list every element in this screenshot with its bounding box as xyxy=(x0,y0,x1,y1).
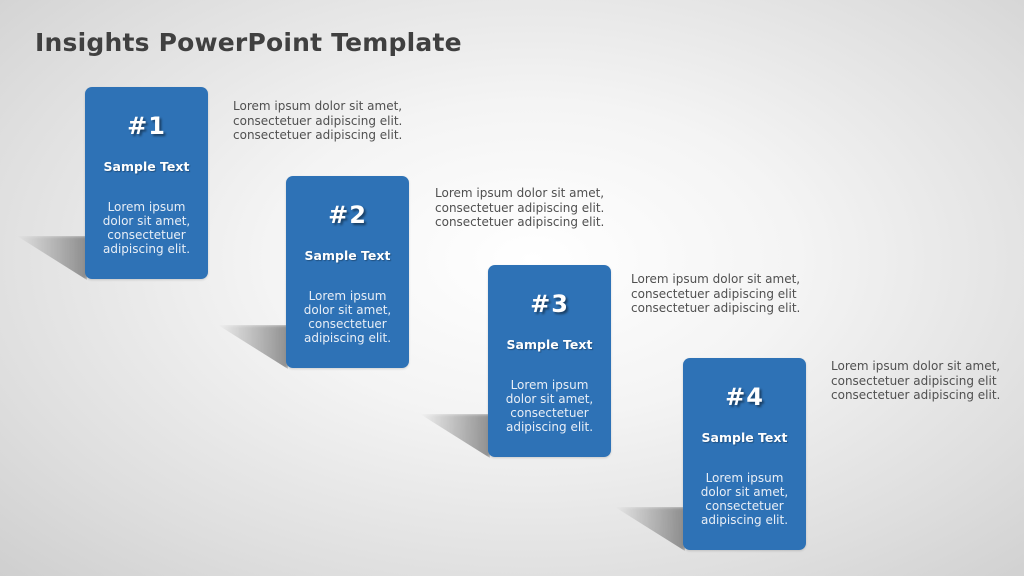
slide-title: Insights PowerPoint Template xyxy=(35,28,462,57)
step-body-line: Lorem ipsum xyxy=(107,200,186,214)
step-number: #4 xyxy=(725,383,764,411)
step-description-1: Lorem ipsum dolor sit amet, consectetuer… xyxy=(233,99,433,143)
card-shadow xyxy=(420,414,490,458)
step-body: Lorem ipsum dolor sit amet, consectetuer… xyxy=(691,471,798,527)
step-heading: Sample Text xyxy=(506,337,593,352)
step-body-line: consectetuer xyxy=(705,499,784,513)
step-body-line: dolor sit amet, xyxy=(102,214,191,228)
step-heading: Sample Text xyxy=(304,248,391,263)
description-line: Lorem ipsum dolor sit amet, xyxy=(435,186,605,200)
description-line: consectetuer adipiscing elit. xyxy=(631,301,801,315)
step-body-line: dolor sit amet, xyxy=(700,485,789,499)
description-line: Lorem ipsum dolor sit amet, xyxy=(233,99,403,113)
step-body-line: consectetuer xyxy=(308,317,387,331)
step-body: Lorem ipsum dolor sit amet, consectetuer… xyxy=(93,200,200,256)
description-line: consectetuer adipiscing elit xyxy=(631,286,797,301)
description-line: consectetuer adipiscing elit. xyxy=(435,200,605,215)
step-body-line: Lorem ipsum xyxy=(308,289,387,303)
card-shadow xyxy=(615,507,685,551)
description-line: consectetuer adipiscing elit. xyxy=(435,215,605,229)
description-line: consectetuer adipiscing elit. xyxy=(233,113,403,128)
step-body-line: adipiscing elit. xyxy=(700,513,789,527)
step-number: #2 xyxy=(328,201,367,229)
step-number: #3 xyxy=(530,290,569,318)
card-shadow xyxy=(17,236,87,280)
step-heading: Sample Text xyxy=(701,430,788,445)
step-card-4: #4 Sample Text Lorem ipsum dolor sit ame… xyxy=(683,358,806,550)
description-line: Lorem ipsum dolor sit amet, xyxy=(631,272,801,286)
step-description-4: Lorem ipsum dolor sit amet, consectetuer… xyxy=(831,359,1024,403)
step-body: Lorem ipsum dolor sit amet, consectetuer… xyxy=(294,289,401,345)
step-body: Lorem ipsum dolor sit amet, consectetuer… xyxy=(496,378,603,434)
step-body-line: consectetuer xyxy=(107,228,186,242)
description-line: consectetuer adipiscing elit xyxy=(831,373,997,388)
step-body-line: adipiscing elit. xyxy=(505,420,594,434)
step-number: #1 xyxy=(127,112,166,140)
step-body-line: dolor sit amet, xyxy=(505,392,594,406)
step-body-line: Lorem ipsum xyxy=(510,378,589,392)
description-line: consectetuer adipiscing elit. xyxy=(233,128,403,142)
step-card-2: #2 Sample Text Lorem ipsum dolor sit ame… xyxy=(286,176,409,368)
card-shadow xyxy=(218,325,288,369)
description-line: consectetuer adipiscing elit. xyxy=(831,388,1001,402)
step-body-line: adipiscing elit. xyxy=(303,331,392,345)
step-body-line: Lorem ipsum xyxy=(705,471,784,485)
step-description-3: Lorem ipsum dolor sit amet, consectetuer… xyxy=(631,272,831,316)
step-body-line: consectetuer xyxy=(510,406,589,420)
step-description-2: Lorem ipsum dolor sit amet, consectetuer… xyxy=(435,186,635,230)
step-body-line: dolor sit amet, xyxy=(303,303,392,317)
step-heading: Sample Text xyxy=(103,159,190,174)
step-card-3: #3 Sample Text Lorem ipsum dolor sit ame… xyxy=(488,265,611,457)
step-body-line: adipiscing elit. xyxy=(102,242,191,256)
description-line: Lorem ipsum dolor sit amet, xyxy=(831,359,1001,373)
step-card-1: #1 Sample Text Lorem ipsum dolor sit ame… xyxy=(85,87,208,279)
